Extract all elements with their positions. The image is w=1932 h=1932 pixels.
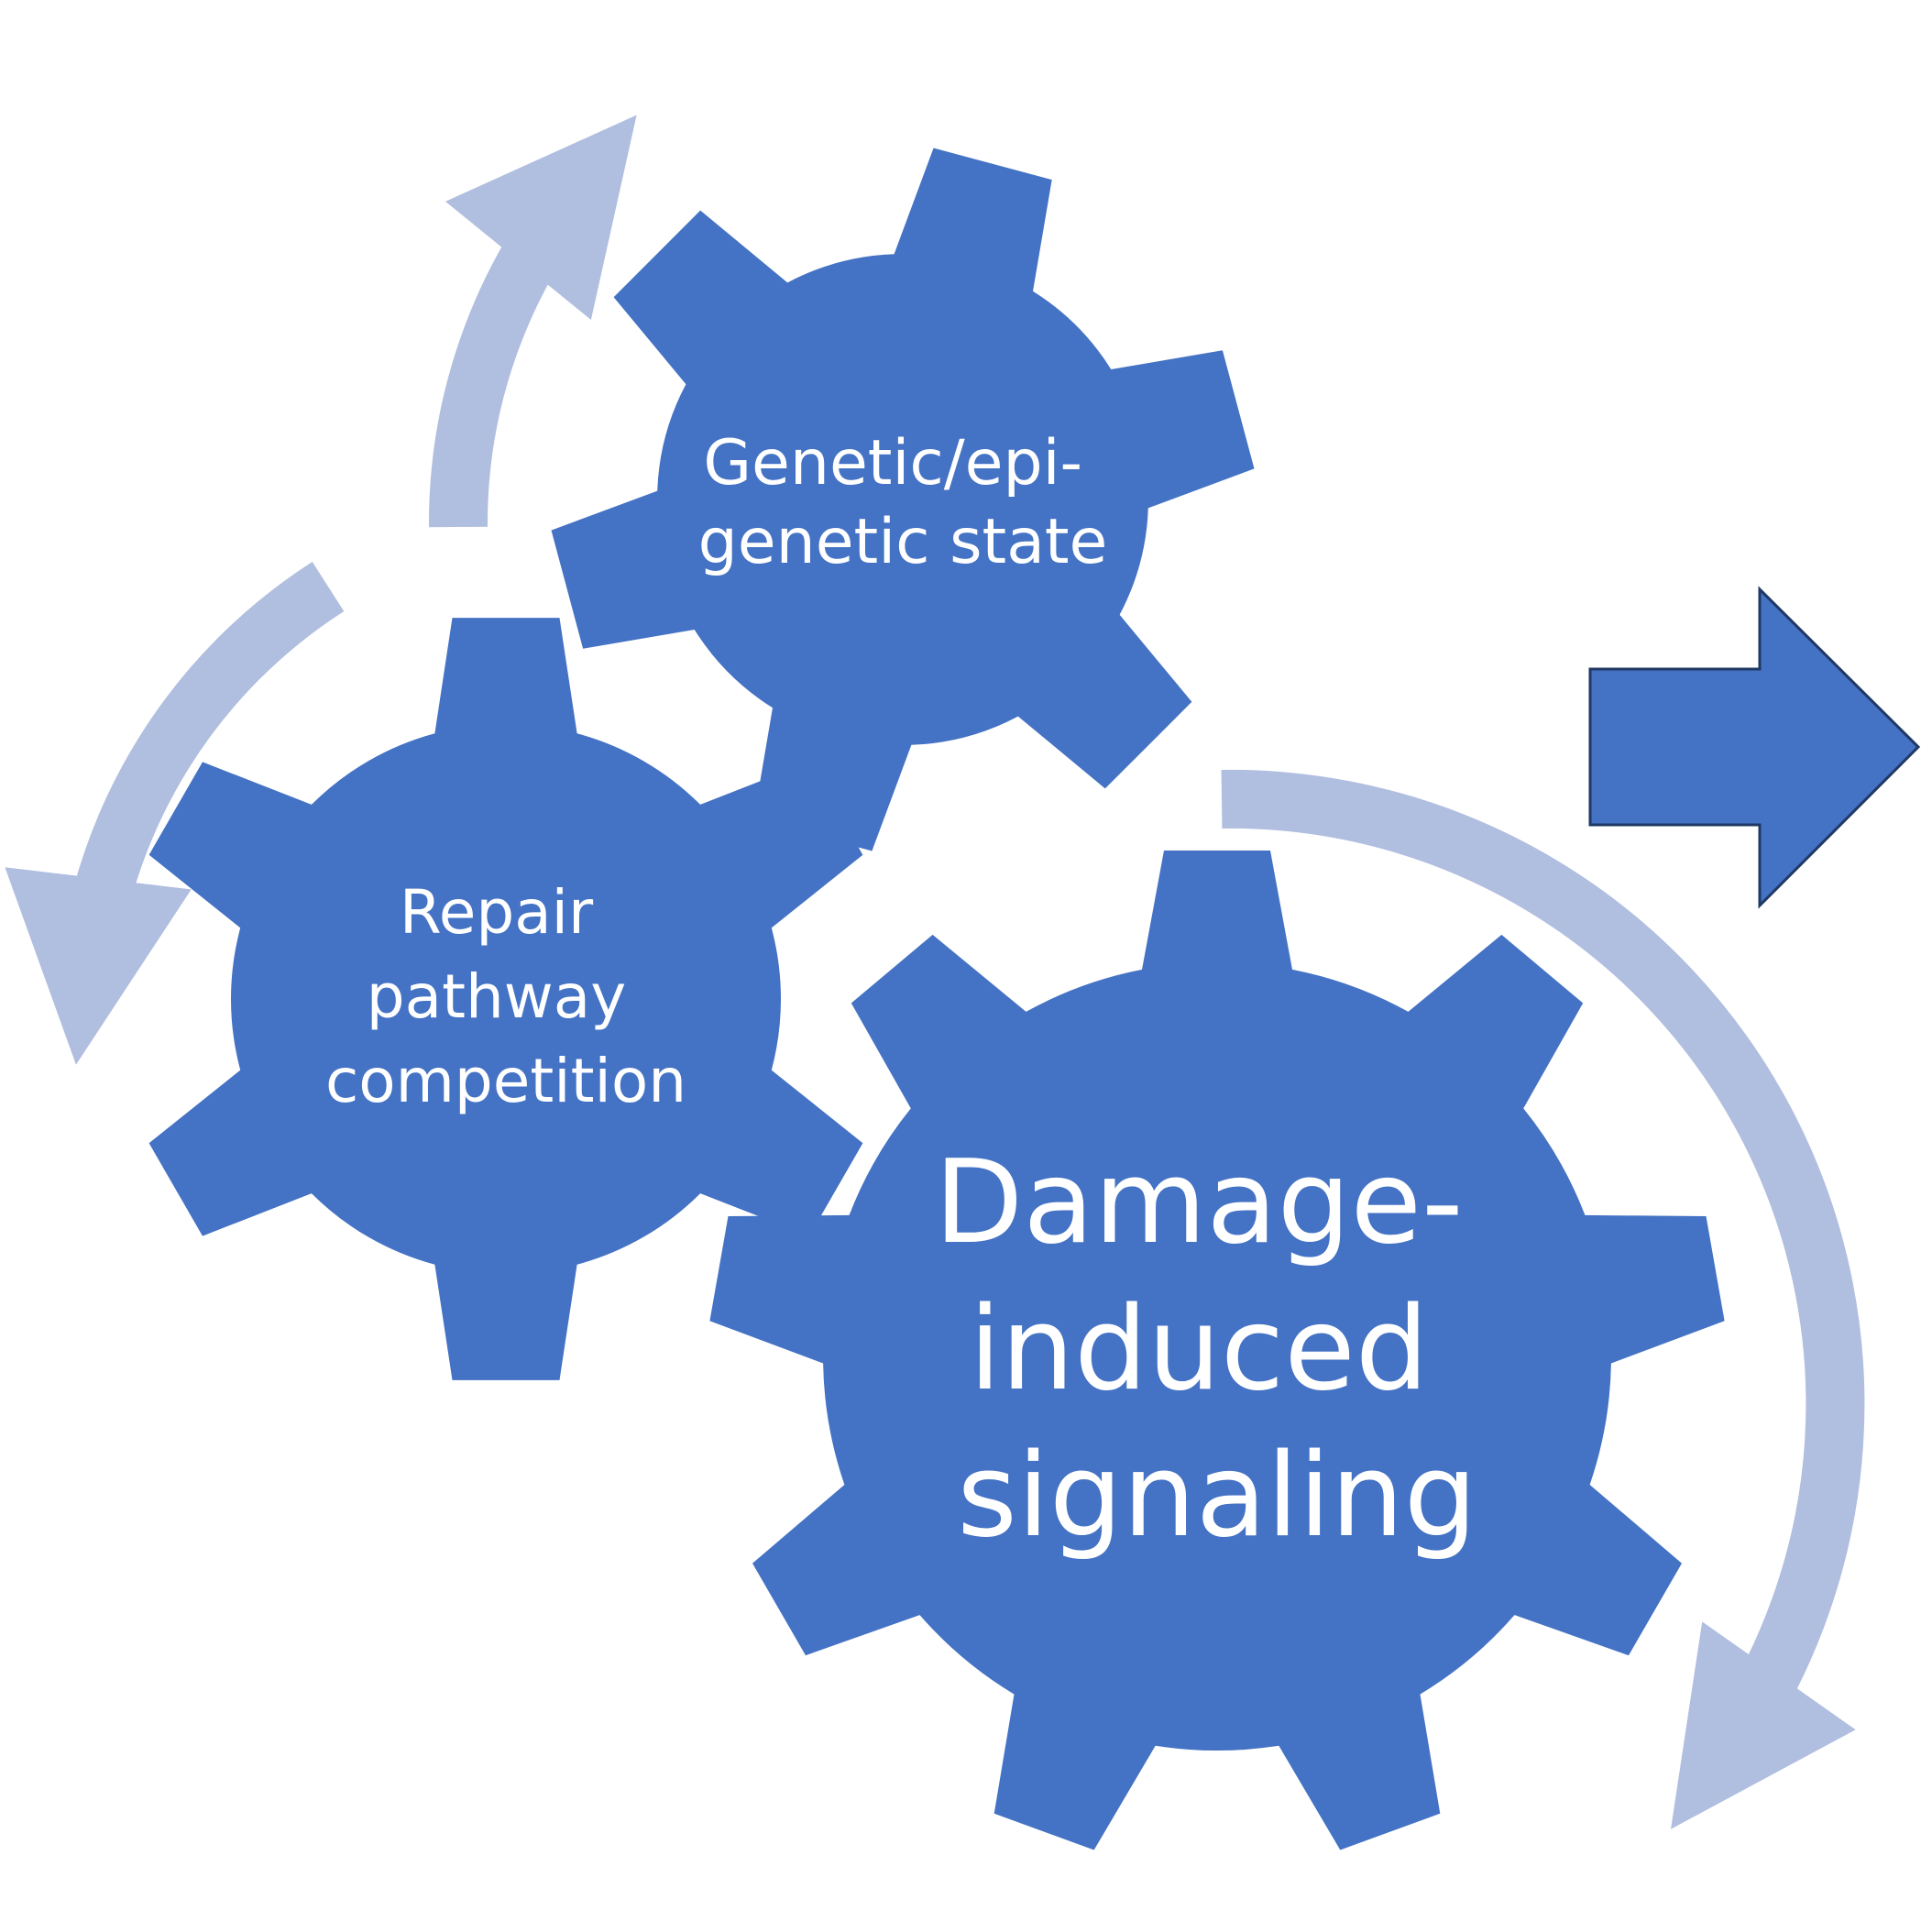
damage-signaling-label: Damage- induced signaling: [934, 1135, 1499, 1563]
cycle-arrow-up: [428, 115, 637, 528]
cycle-arrow-right-down: [1221, 769, 1865, 1829]
damage-signaling-label-line: induced: [969, 1281, 1428, 1416]
repair-pathway-label-line: competition: [325, 1046, 686, 1116]
gears: [148, 148, 1725, 1850]
genetic-state-label-line: genetic state: [698, 506, 1108, 578]
damage-signaling-label-line: signaling: [957, 1428, 1477, 1563]
cycle-arrow-down-left: [5, 562, 345, 1065]
genetic-state-label-line: Genetic/epi-: [703, 427, 1082, 499]
gear-repair-pathway: [148, 618, 863, 1380]
gear-damage-signaling: [709, 851, 1725, 1850]
cycle-arrows: [5, 115, 1865, 1829]
damage-signaling-label-line: Damage-: [934, 1135, 1463, 1269]
output-arrow-icon: [1588, 586, 1921, 909]
repair-pathway-label: Repair pathway competition: [325, 877, 686, 1116]
repair-pathway-label-line: Repair: [400, 877, 594, 948]
genetic-state-label: Genetic/epi- genetic state: [698, 427, 1108, 578]
repair-pathway-label-line: pathway: [367, 961, 627, 1032]
gear-genetic-state: [551, 148, 1255, 851]
